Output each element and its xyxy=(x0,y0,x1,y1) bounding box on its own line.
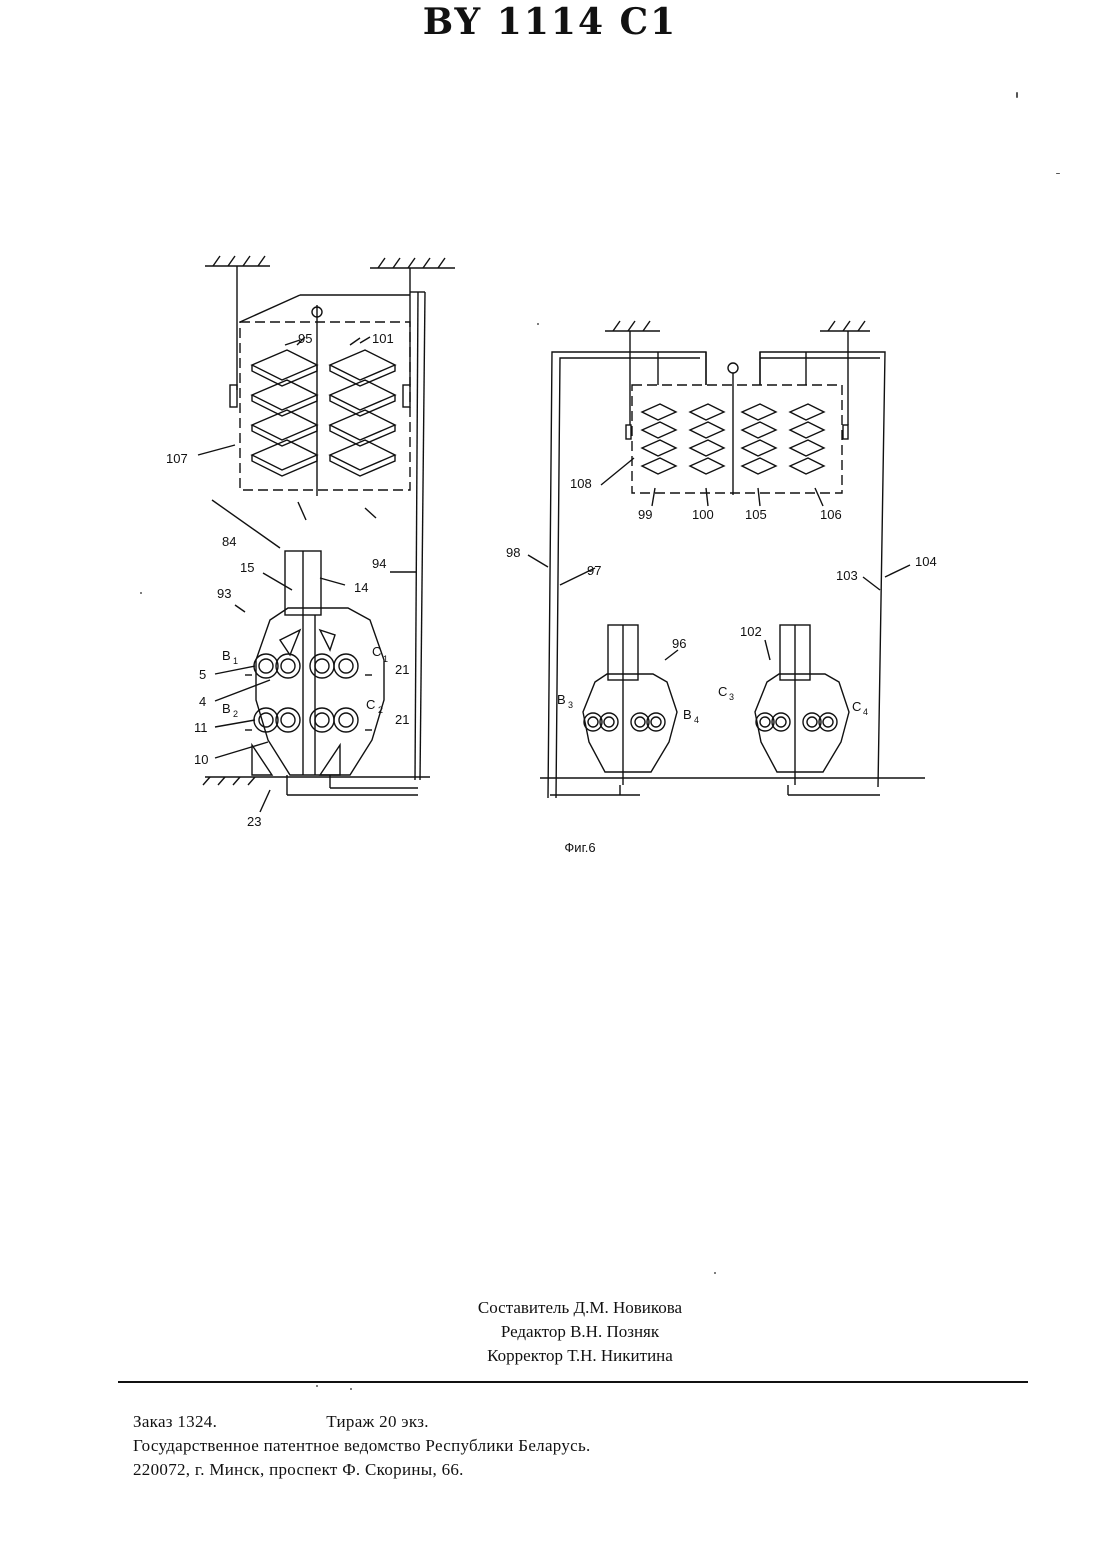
ref-94: 94 xyxy=(372,556,386,571)
scan-speck xyxy=(350,1388,352,1390)
ref-10: 10 xyxy=(194,752,208,767)
scan-speck xyxy=(714,1272,716,1274)
ref-100: 100 xyxy=(692,507,714,522)
ref-101: 101 xyxy=(372,331,394,346)
ref-B4: B xyxy=(683,707,692,722)
figure-caption: Фиг.6 xyxy=(540,840,620,855)
ref-C4-sub: 4 xyxy=(863,707,868,717)
ref-C1-sub: 1 xyxy=(383,654,388,664)
office-address: 220072, г. Минск, проспект Ф. Скорины, 6… xyxy=(133,1458,591,1482)
compiler-line: Составитель Д.М. Новикова xyxy=(380,1296,780,1320)
ref-C1: C xyxy=(372,644,381,659)
ref-B3: B xyxy=(557,692,566,707)
ref-96: 96 xyxy=(672,636,686,651)
corrector-line: Корректор Т.Н. Никитина xyxy=(380,1344,780,1368)
credits-block: Составитель Д.М. Новикова Редактор В.Н. … xyxy=(380,1296,780,1368)
ref-107: 107 xyxy=(166,451,188,466)
ref-99: 99 xyxy=(638,507,652,522)
ref-108: 108 xyxy=(570,476,592,491)
ref-21-upper: 21 xyxy=(395,662,409,677)
ref-95: 95 xyxy=(298,331,312,346)
ref-21-lower: 21 xyxy=(395,712,409,727)
ref-23: 23 xyxy=(247,814,261,829)
patent-office: Государственное патентное ведомство Респ… xyxy=(133,1434,591,1458)
ref-103: 103 xyxy=(836,568,858,583)
ref-C2: C xyxy=(366,697,375,712)
ref-14: 14 xyxy=(354,580,368,595)
scan-speck xyxy=(1016,92,1018,98)
editor-line: Редактор В.Н. Позняк xyxy=(380,1320,780,1344)
order-number: Заказ 1324. xyxy=(133,1410,217,1434)
ref-93: 93 xyxy=(217,586,231,601)
ref-98: 98 xyxy=(506,545,520,560)
footer-divider xyxy=(118,1381,1028,1383)
publication-footer: Заказ 1324. Тираж 20 экз. Государственно… xyxy=(133,1410,591,1482)
ref-102: 102 xyxy=(740,624,762,639)
ref-105: 105 xyxy=(745,507,767,522)
ref-15: 15 xyxy=(240,560,254,575)
ref-4: 4 xyxy=(199,694,206,709)
ref-B3-sub: 3 xyxy=(568,700,573,710)
ref-84: 84 xyxy=(222,534,236,549)
patent-drawing-fig6: 107 95 101 84 15 14 93 94 5 4 11 10 23 2… xyxy=(0,0,1100,880)
ref-C3: C xyxy=(718,684,727,699)
ref-B2: B xyxy=(222,701,231,716)
ref-11: 11 xyxy=(194,720,208,735)
ref-B2-sub: 2 xyxy=(233,709,238,719)
circulation: Тираж 20 экз. xyxy=(326,1410,429,1434)
ref-C3-sub: 3 xyxy=(729,692,734,702)
ref-104: 104 xyxy=(915,554,937,569)
ref-97: 97 xyxy=(587,563,601,578)
ref-B1-sub: 1 xyxy=(233,656,238,666)
scan-speck xyxy=(1056,173,1060,174)
ref-B4-sub: 4 xyxy=(694,715,699,725)
ref-5: 5 xyxy=(199,667,206,682)
scan-speck xyxy=(316,1385,318,1387)
scan-speck xyxy=(140,592,142,594)
ref-C4: C xyxy=(852,699,861,714)
ref-B1: B xyxy=(222,648,231,663)
scan-speck xyxy=(537,323,539,325)
ref-C2-sub: 2 xyxy=(378,705,383,715)
ref-106: 106 xyxy=(820,507,842,522)
